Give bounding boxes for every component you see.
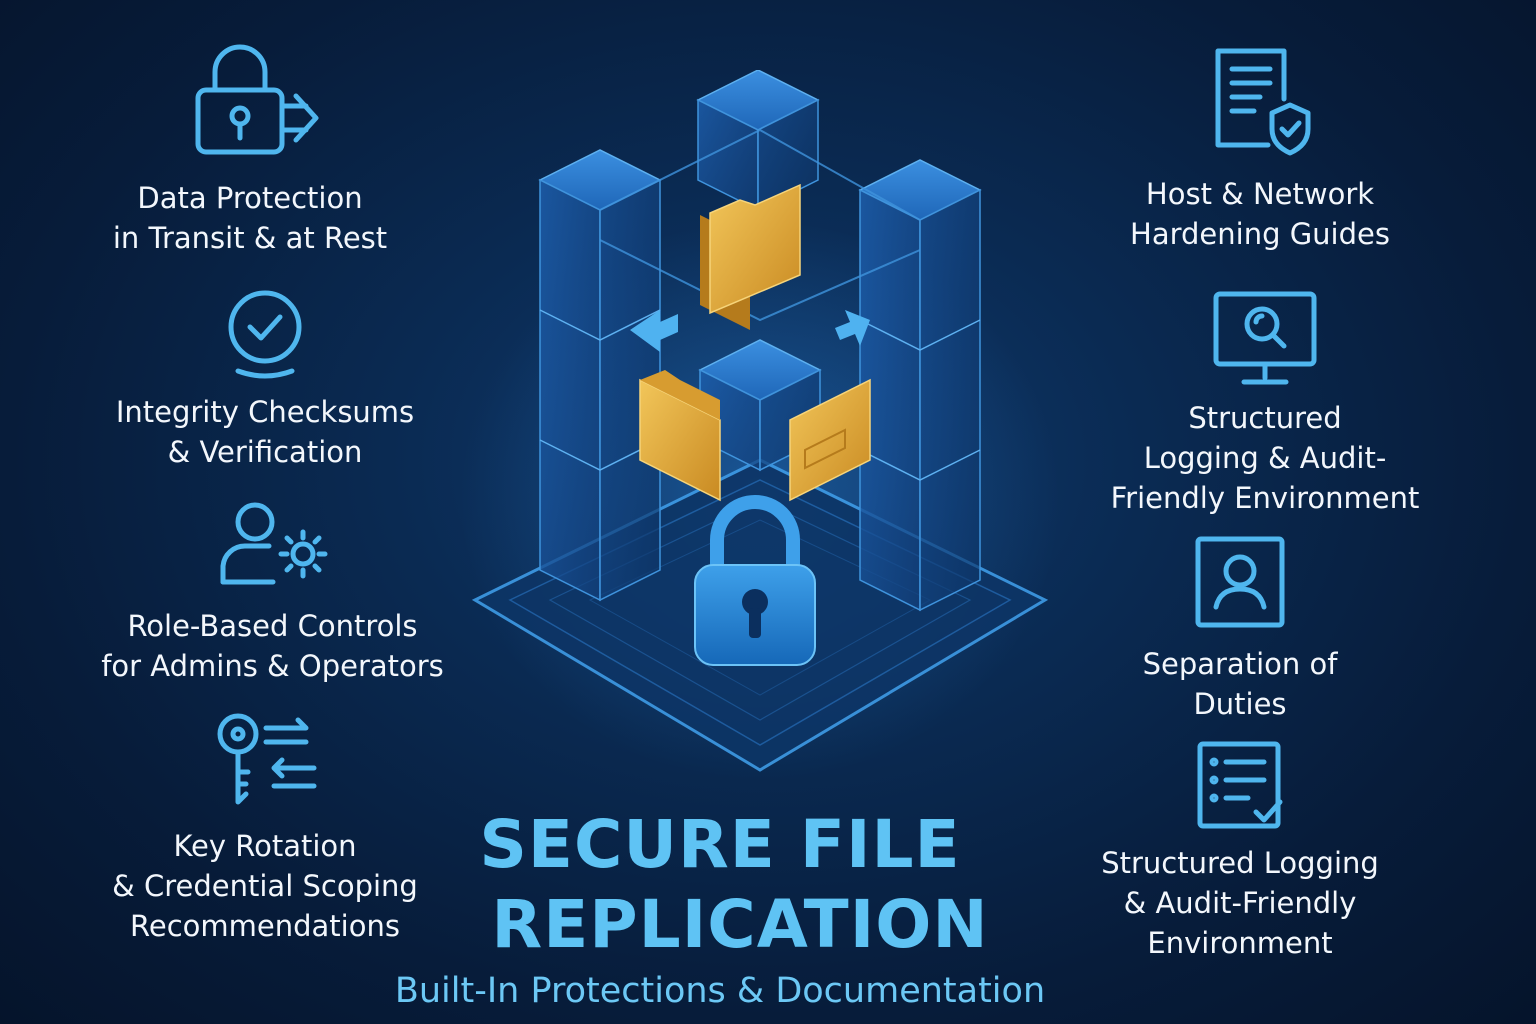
folder-icon [639,370,721,502]
page-title-line-2: REPLICATION [491,886,989,963]
feature-label: Data Protection in Transit & at Rest [112,181,388,255]
feature-separation-of-duties: Separation of Duties [1105,535,1375,724]
feature-label: Host & Network Hardening Guides [1130,177,1390,251]
arrow-right-icon [835,310,870,346]
user-gear-icon [220,502,327,585]
checklist-icon [1197,741,1283,829]
feature-label: Separation of Duties [1142,647,1338,721]
frame-lines [599,128,921,322]
feature-label: Integrity Checksums & Verification [115,395,415,469]
feature-key-rotation: Key Rotation & Credential Scoping Recomm… [95,710,435,946]
feature-label: Role-Based Controls for Admins & Operato… [101,609,444,683]
page-title-line-1: SECURE FILE [479,806,961,883]
monitor-search-icon [1213,291,1317,385]
title-block: SECURE FILE REPLICATION Built-In Protect… [390,805,1050,1013]
cube-top [696,70,820,212]
feature-label: Structured Logging & Audit-Friendly Envi… [1101,846,1379,960]
feature-integrity-checksums: Integrity Checksums & Verification [90,285,440,472]
feature-label: Structured Logging & Audit- Friendly Env… [1110,401,1420,515]
lock-transfer-icon [195,44,319,155]
feature-label: Key Rotation & Credential Scoping Recomm… [112,829,418,943]
cube-column-right [858,159,982,612]
cube-column-left [538,149,662,602]
key-exchange-icon [217,713,317,805]
folder-icon [700,183,801,330]
folder-icon [789,378,871,502]
document-shield-icon [1215,48,1311,156]
replication-illustration [460,70,1060,780]
feature-role-based-controls: Role-Based Controls for Admins & Operato… [90,500,455,686]
feature-data-protection: Data Protection in Transit & at Rest [80,40,420,258]
feature-structured-logging: Structured Logging & Audit- Friendly Env… [1105,288,1425,518]
feature-hardening-guides: Host & Network Hardening Guides [1105,45,1415,254]
padlock-icon [694,495,816,666]
arrow-left-icon [630,310,678,352]
feature-audit-friendly: Structured Logging & Audit-Friendly Envi… [1080,740,1400,963]
page-subtitle: Built-In Protections & Documentation [394,971,1046,1011]
user-badge-icon [1195,536,1285,628]
check-circle-icon [228,290,302,379]
